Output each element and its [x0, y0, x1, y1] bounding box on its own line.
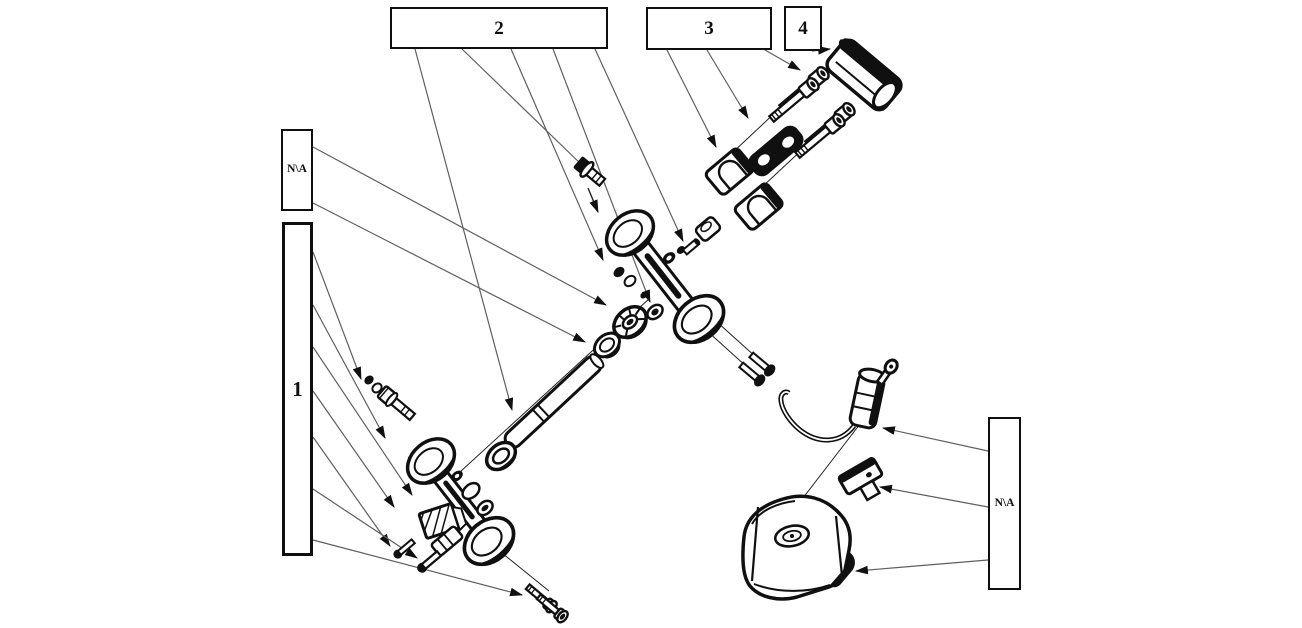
cover-housing	[741, 494, 855, 601]
ignition-switch	[778, 358, 899, 443]
callout-label: N\A	[994, 496, 1015, 509]
callout-label: N\A	[287, 163, 307, 176]
handlebar-riser-saddle	[731, 180, 786, 233]
upper-triple-clamp	[596, 199, 736, 356]
clamp-screw	[393, 537, 417, 559]
clamp-pinch-bolt	[364, 375, 417, 422]
handlebar-grip	[825, 38, 903, 112]
switch-wire	[778, 389, 856, 443]
bracket-spacer-cylinder	[430, 525, 464, 557]
callout-na-right[interactable]: N\A	[988, 417, 1021, 590]
cover-emblem	[773, 524, 811, 548]
riser-stud-bolt	[747, 351, 776, 377]
handlebar-clamp-bolt	[765, 74, 823, 126]
stem-nut-hardware	[451, 470, 494, 517]
callout-group-4[interactable]: 4	[784, 6, 822, 51]
leader-lines	[312, 46, 989, 597]
callout-label: 2	[494, 17, 504, 39]
callout-label: 3	[704, 18, 714, 39]
riser-mount-base	[694, 216, 722, 242]
clamp-screw	[417, 549, 443, 573]
steering-stem-bolt	[573, 156, 607, 188]
riser-stud-bolt	[737, 361, 766, 387]
callout-group-3[interactable]: 3	[646, 7, 772, 50]
ignition-key	[875, 358, 899, 387]
callout-group-2[interactable]: 2	[390, 7, 608, 49]
handlebar-riser-saddle	[702, 145, 757, 198]
stem-bolt	[533, 590, 571, 626]
steering-bearing	[612, 304, 648, 340]
bearing-dust-seal	[592, 331, 622, 359]
callout-label: 1	[292, 376, 303, 401]
switch-bracket	[837, 457, 884, 502]
callout-label: 4	[798, 18, 808, 39]
steering-stem	[484, 353, 605, 472]
callout-group-1[interactable]: 1	[282, 222, 313, 556]
handlebar-upper-clamp	[748, 125, 804, 177]
callout-na-upper-left[interactable]: N\A	[281, 129, 313, 211]
